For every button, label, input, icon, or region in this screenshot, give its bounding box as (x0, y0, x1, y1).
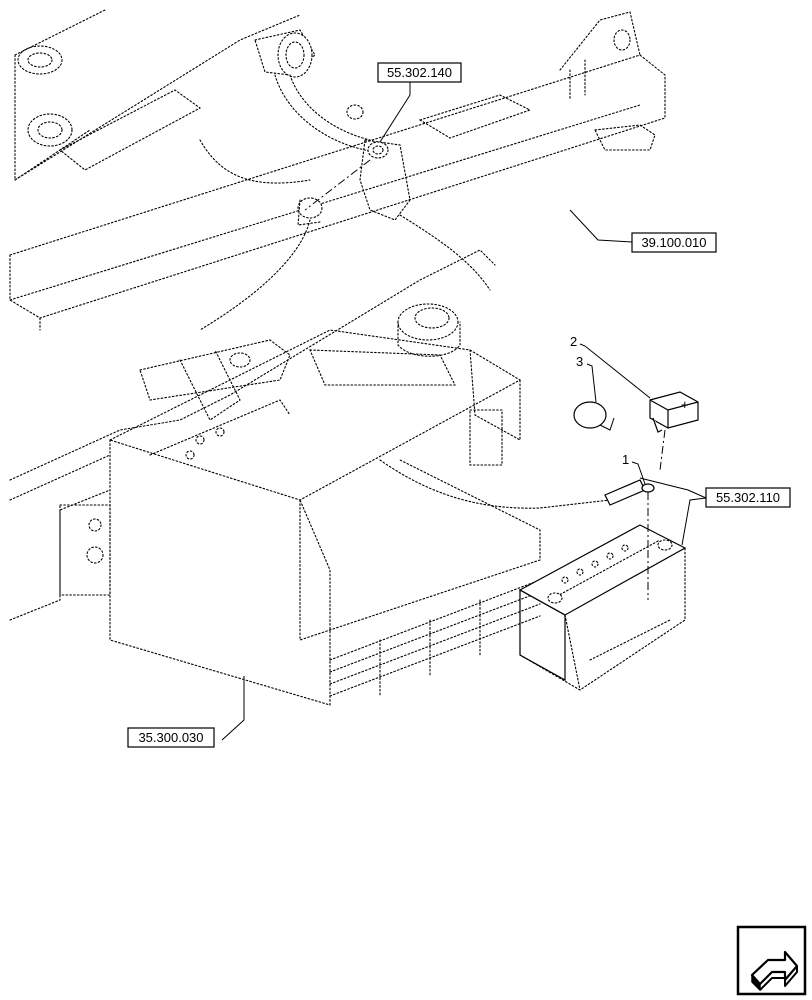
upper-pipe-assembly (199, 29, 491, 331)
callout-item-2: 2 (570, 334, 577, 349)
battery-box-housing (108, 329, 541, 706)
ref-label-battery: 55.302.110 (716, 490, 780, 505)
ref-box-55-302-110: 55.302.110 (705, 487, 791, 508)
next-page-arrow-icon[interactable] (736, 925, 807, 996)
terminal-cover: + (649, 391, 699, 471)
ref-box-39-100-010: 39.100.010 (631, 232, 717, 253)
callout-item-3: 3 (576, 354, 583, 369)
ref-box-35-300-030: 35.300.030 (127, 727, 215, 748)
ref-label-top: 55.302.140 (387, 65, 452, 80)
ref-box-55-302-140: 55.302.140 (377, 62, 462, 83)
ref-label-box: 35.300.030 (138, 730, 203, 745)
assembly-lines (304, 159, 649, 600)
leader-lines (221, 82, 707, 741)
battery-cable (379, 459, 655, 548)
machine-frame (9, 9, 666, 621)
terminal-plus-label: + (681, 397, 689, 412)
battery (518, 524, 687, 691)
callout-item-1: 1 (622, 452, 629, 467)
ref-label-frame: 39.100.010 (641, 235, 706, 250)
terminal-strap (573, 401, 615, 431)
tank-filler-cap (397, 303, 461, 357)
